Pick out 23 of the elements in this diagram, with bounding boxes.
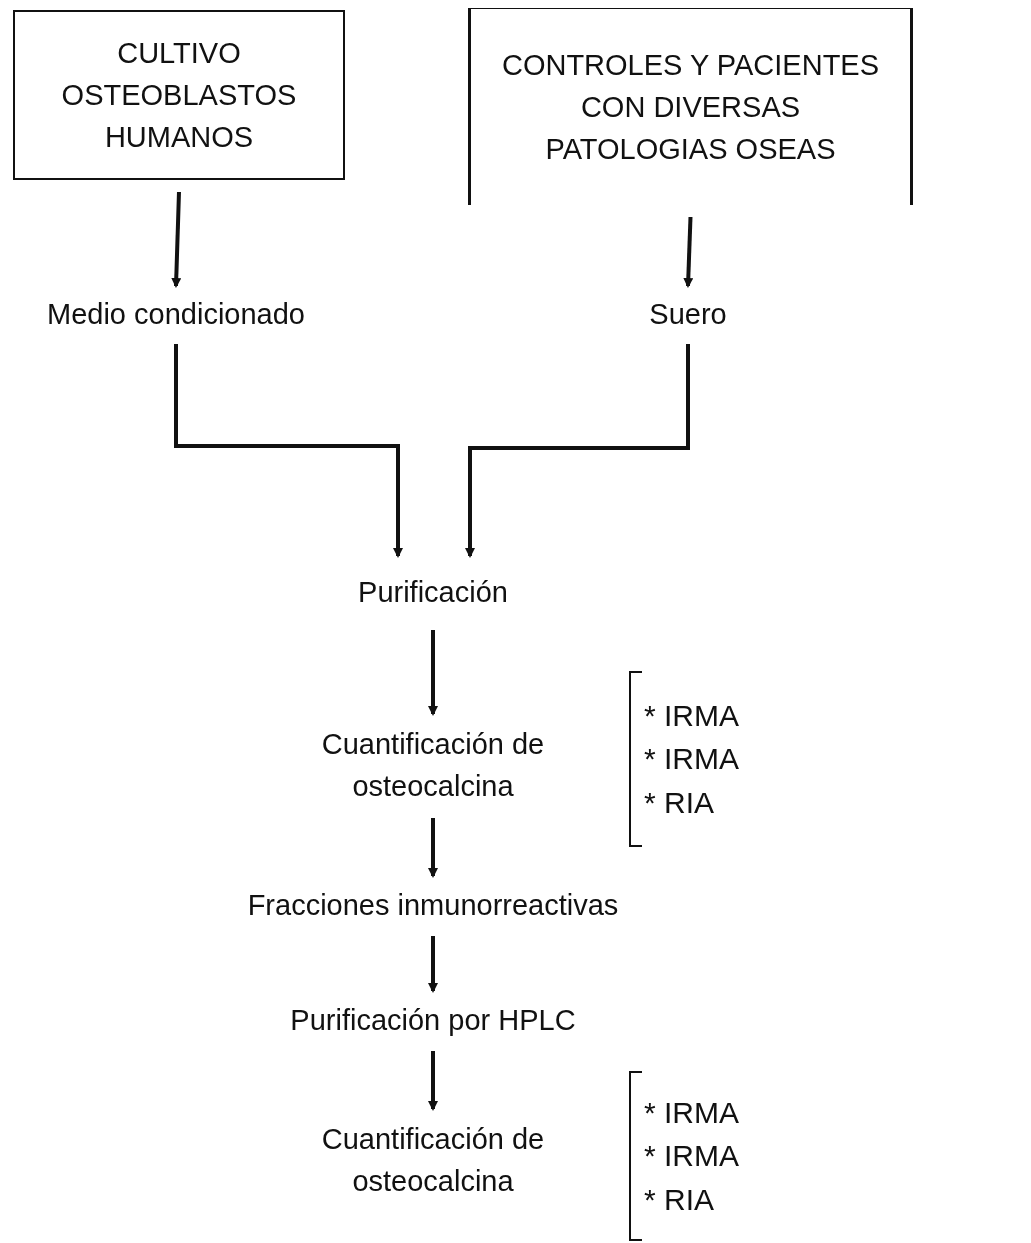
arrow: [683, 216, 694, 288]
step-text: Purificación por HPLC: [233, 997, 633, 1043]
arrow: [428, 630, 438, 716]
assay-list-item: * RIA: [644, 784, 716, 821]
step-text: Medio condicionado: [0, 292, 352, 336]
step-text: Cuantificación de osteocalcina: [263, 1115, 603, 1205]
source-box: CONTROLES Y PACIENTES CON DIVERSAS PATOLOGIAS OSEAS: [468, 8, 913, 205]
step-text: Suero: [600, 292, 776, 336]
arrow: [174, 344, 403, 558]
assay-list-item: * IRMA: [644, 1094, 740, 1131]
arrow: [428, 936, 438, 993]
step-text: Purificación: [213, 562, 653, 622]
assay-list-item: * RIA: [644, 1181, 716, 1218]
assay-list-item: * IRMA: [644, 741, 740, 778]
source-box: CULTIVO OSTEOBLASTOS HUMANOS: [13, 10, 345, 180]
arrow: [428, 1051, 438, 1111]
arrow: [428, 818, 438, 878]
step-text: Cuantificación de osteocalcina: [263, 720, 603, 810]
assay-list-item: * IRMA: [644, 1138, 740, 1175]
assay-list-item: * IRMA: [644, 697, 740, 734]
step-text: Fracciones inmunorreactivas: [173, 882, 693, 928]
arrow: [171, 191, 182, 288]
arrow: [465, 344, 690, 558]
